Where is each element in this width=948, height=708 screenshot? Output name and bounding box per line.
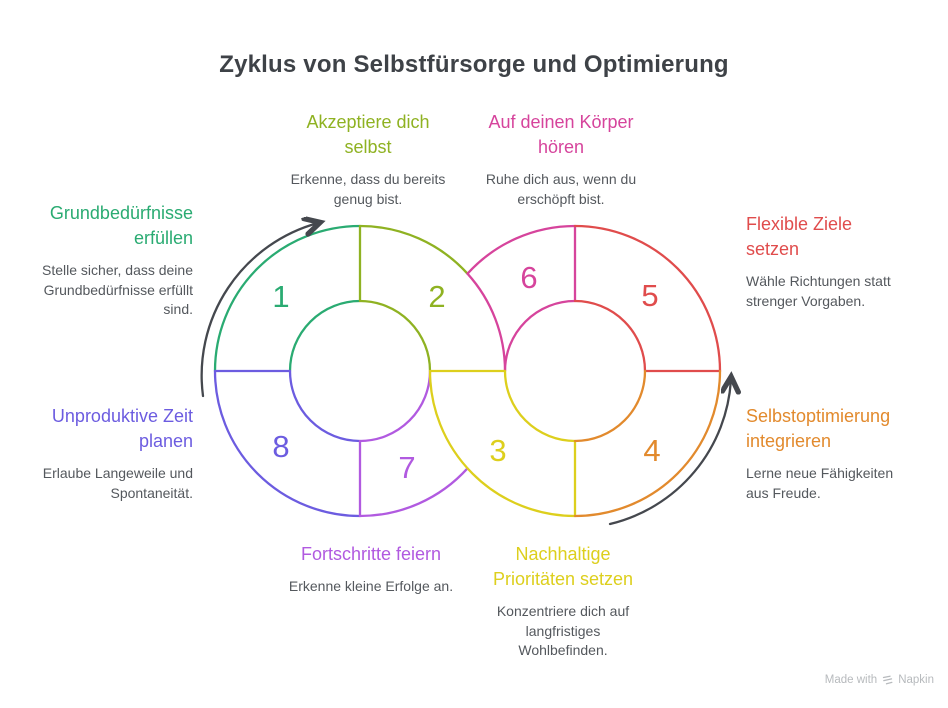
segment-7-arcs bbox=[358, 369, 469, 518]
segment-6-number: 6 bbox=[520, 260, 537, 295]
step-8-label: Unproduktive Zeit planen Erlaube Langewe… bbox=[8, 404, 193, 503]
segment-7-number: 7 bbox=[398, 450, 415, 485]
step-8-title: Unproduktive Zeit planen bbox=[51, 406, 193, 451]
segment-5-number: 5 bbox=[641, 278, 658, 313]
segment-1-number: 1 bbox=[272, 279, 289, 314]
napkin-logo-icon bbox=[882, 675, 893, 686]
segment-1-arcs bbox=[213, 224, 362, 373]
step-5-title: Flexible Ziele setzen bbox=[746, 214, 853, 259]
segment-8-arcs bbox=[213, 369, 362, 518]
step-6-description: Ruhe dich aus, wenn du erschöpft bist. bbox=[485, 171, 637, 207]
segment-4-number: 4 bbox=[643, 433, 660, 468]
flow-arrow-bottom-right bbox=[608, 379, 731, 526]
page-title: Zyklus von Selbstfürsorge und Optimierun… bbox=[219, 51, 729, 78]
step-2-description: Erkenne, dass du bereits genug bist. bbox=[290, 171, 446, 207]
step-1-label: Grundbedürfnisse erfüllen Stelle sicher,… bbox=[8, 201, 193, 320]
segment-3-arcs bbox=[428, 369, 577, 518]
step-3-label: Nachhaltige Prioritäten setzen Konzentri… bbox=[451, 542, 675, 661]
flow-arrow-top-left bbox=[200, 223, 318, 398]
napkin-brand-text: Napkin bbox=[898, 674, 934, 686]
step-1-title: Grundbedürfnisse erfüllen bbox=[49, 203, 193, 248]
made-with-napkin-footer: Made with Napkin bbox=[825, 674, 934, 686]
step-5-description: Wähle Richtungen statt strenger Vorgaben… bbox=[746, 273, 891, 309]
segment-5-arcs bbox=[573, 224, 722, 373]
segment-numbers: 1 2 3 4 5 6 7 8 bbox=[272, 260, 660, 485]
step-4-title: Selbstoptimierung integrieren bbox=[746, 406, 891, 451]
step-2-label: Akzeptiere dich selbst Erkenne, dass du … bbox=[256, 110, 480, 209]
step-4-description: Lerne neue Fähigkeiten aus Freude. bbox=[746, 465, 894, 501]
step-1-description: Stelle sicher, dass deine Grundbedürfnis… bbox=[42, 262, 193, 317]
step-7-title: Fortschritte feiern bbox=[300, 544, 442, 564]
segment-8-number: 8 bbox=[272, 429, 289, 464]
step-3-title: Nachhaltige Prioritäten setzen bbox=[492, 544, 634, 589]
step-5-label: Flexible Ziele setzen Wähle Richtungen s… bbox=[746, 212, 941, 311]
segment-4-arcs bbox=[573, 369, 722, 518]
step-6-label: Auf deinen Körper hören Ruhe dich aus, w… bbox=[449, 110, 673, 209]
segment-6-arcs bbox=[466, 224, 577, 373]
segment-2-number: 2 bbox=[428, 279, 445, 314]
flow-arrows bbox=[200, 223, 731, 526]
step-7-label: Fortschritte feiern Erkenne kleine Erfol… bbox=[259, 542, 483, 597]
step-3-description: Konzentriere dich auf langfristiges Wohl… bbox=[496, 603, 630, 658]
step-6-title: Auf deinen Körper hören bbox=[488, 112, 634, 157]
made-with-text: Made with bbox=[824, 674, 878, 686]
step-8-description: Erlaube Langeweile und Spontaneität. bbox=[42, 465, 193, 501]
step-4-label: Selbstoptimierung integrieren Lerne neue… bbox=[746, 404, 941, 503]
step-2-title: Akzeptiere dich selbst bbox=[306, 112, 430, 157]
segment-3-number: 3 bbox=[489, 433, 506, 468]
segment-2-arcs bbox=[358, 224, 469, 373]
step-7-description: Erkenne kleine Erfolge an. bbox=[288, 578, 454, 594]
